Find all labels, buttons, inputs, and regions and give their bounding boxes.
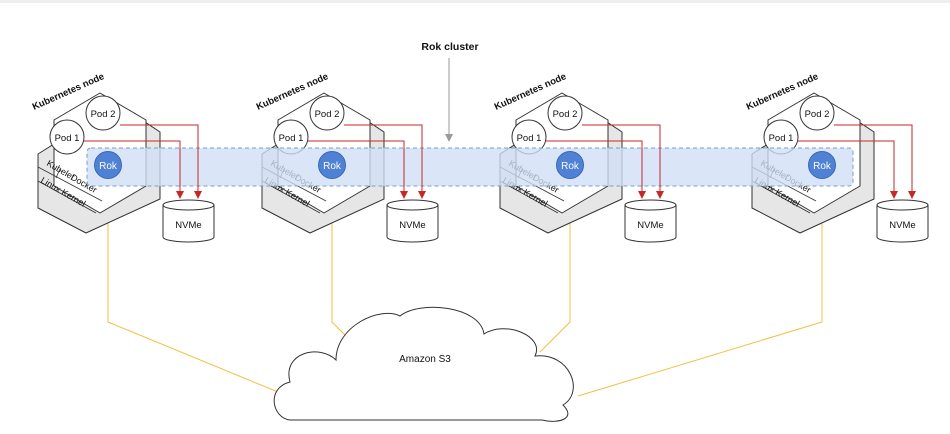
rok-agents: Rok Rok Rok Rok <box>94 151 836 179</box>
disk-top <box>162 199 215 211</box>
layer-divider <box>37 166 103 202</box>
pod-2-label: Pod 2 <box>91 109 116 120</box>
layer-divider <box>37 180 97 214</box>
disk-top <box>876 199 929 211</box>
nvme-label: NVMe <box>175 220 201 231</box>
disk-body <box>386 205 439 243</box>
layer-divider <box>261 180 321 214</box>
rok-agent-circle <box>94 151 122 179</box>
s3-connection-lines <box>107 178 823 397</box>
amazon-s3-label: Amazon S3 <box>399 354 451 365</box>
rok-to-s3-link <box>107 178 279 393</box>
nvme-disk: NVMe <box>386 199 439 243</box>
cloud-icon <box>273 306 574 422</box>
pod-2-label: Pod 2 <box>553 109 578 120</box>
rok-agent-label: Rok <box>813 161 832 172</box>
pod-1-to-nvme-link <box>798 140 898 199</box>
pod-1-label: Pod 1 <box>517 133 542 144</box>
rok-agent-label: Rok <box>561 161 580 172</box>
pod-2-label: Pod 2 <box>315 109 340 120</box>
disk-top <box>624 199 677 211</box>
pod-1-label: Pod 1 <box>279 133 304 144</box>
rok-to-s3-link <box>577 178 823 397</box>
nvme-label: NVMe <box>889 220 915 231</box>
disk-body <box>624 205 677 243</box>
rok-cluster-label: Rok cluster <box>421 41 478 53</box>
rok-agent-label: Rok <box>99 161 118 172</box>
nvme-links <box>84 124 916 199</box>
pod-2-to-nvme-link <box>582 124 664 199</box>
rok-cluster-band <box>86 147 854 187</box>
rok-to-s3-link <box>539 178 571 353</box>
pod-1-to-nvme-link <box>546 140 646 199</box>
nvme-disk: NVMe <box>876 199 929 243</box>
rok-agent-circle <box>318 151 346 179</box>
pod-1-to-nvme-link <box>308 140 408 199</box>
pod-2-circle <box>799 95 835 131</box>
pod-1-to-nvme-link <box>84 140 184 199</box>
pod-2-circle <box>547 95 583 131</box>
pod-2-to-nvme-link <box>834 124 916 199</box>
pod-1-label: Pod 1 <box>769 133 794 144</box>
pod-1-label: Pod 1 <box>55 133 80 144</box>
amazon-s3-cloud: Amazon S3 <box>273 306 574 422</box>
disk-body <box>876 205 929 243</box>
layer-divider <box>55 168 61 179</box>
rok-agent-circle <box>808 151 836 179</box>
disk-top <box>386 199 439 211</box>
nvme-label: NVMe <box>637 220 663 231</box>
layer-divider <box>751 180 811 214</box>
layer-divider <box>499 180 559 214</box>
nvme-disk: NVMe <box>624 199 677 243</box>
pod-2-to-nvme-link <box>344 124 426 199</box>
pod-2-circle <box>85 95 121 131</box>
top-separator <box>0 0 950 3</box>
disk-body <box>162 205 215 243</box>
pod-2-circle <box>309 95 345 131</box>
pod-2-label: Pod 2 <box>805 109 830 120</box>
pod-1-circle <box>49 119 85 155</box>
pod-2-to-nvme-link <box>120 124 202 199</box>
rok-agent-label: Rok <box>323 161 342 172</box>
nvme-disk: NVMe <box>162 199 215 243</box>
nvme-label: NVMe <box>399 220 425 231</box>
rok-agent-circle <box>556 151 584 179</box>
